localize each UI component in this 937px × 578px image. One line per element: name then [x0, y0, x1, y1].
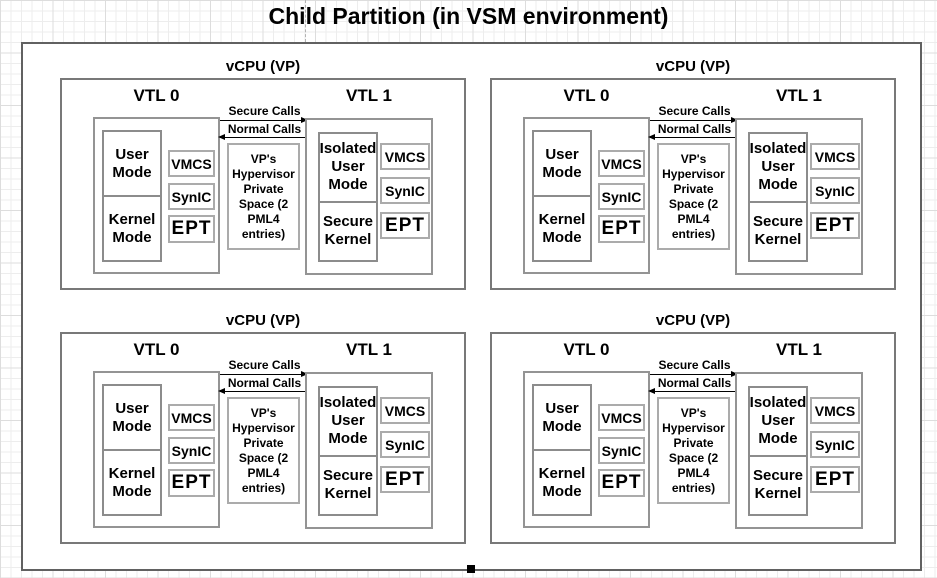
vtl0-container: User Mode Kernel Mode VMCS SynIC EPT [523, 371, 650, 528]
vcpu-title: vCPU (VP) [225, 312, 301, 329]
secure-calls-arrow-right-icon [650, 116, 738, 123]
vcpu-block-top-left: vCPU (VP) VTL 0 VTL 1 User Mode Kernel M… [60, 57, 466, 291]
vtl0-mode-stack: User Mode Kernel Mode [532, 130, 592, 262]
vtl1-vmcs-box: VMCS [380, 397, 430, 424]
vp-hypervisor-private-space-box: VP's Hypervisor Private Space (2 PML4 en… [657, 397, 730, 504]
vtl1-synic-box: SynIC [380, 177, 430, 204]
vtl0-label: VTL 0 [133, 340, 180, 359]
normal-calls-label: Normal Calls [657, 376, 732, 390]
vp-hypervisor-private-space-box: VP's Hypervisor Private Space (2 PML4 en… [657, 143, 730, 250]
vp-hypervisor-private-space-box: VP's Hypervisor Private Space (2 PML4 en… [227, 397, 300, 504]
user-mode-cell: User Mode [104, 386, 160, 451]
vtl0-ept-box: EPT [168, 215, 215, 243]
secure-kernel-cell: Secure Kernel [322, 213, 374, 249]
secure-calls-arrow-right-icon [650, 370, 738, 377]
secure-calls-label: Secure Calls [228, 104, 301, 118]
secure-calls-label: Secure Calls [658, 358, 731, 372]
vcpu-block-top-right: vCPU (VP) VTL 0 VTL 1 User Mode Kernel M… [490, 57, 896, 291]
vtl1-container: Isolated User Mode Secure Kernel VMCS Sy… [735, 118, 863, 275]
vtl1-mode-stack: Isolated User Mode Secure Kernel [748, 132, 808, 262]
vtl0-ept-box: EPT [598, 215, 645, 243]
secure-kernel-cell: Secure Kernel [752, 213, 804, 249]
vtl1-vmcs-box: VMCS [810, 143, 860, 170]
vtl1-label: VTL 1 [776, 86, 822, 105]
vtl1-ept-box: EPT [810, 466, 860, 493]
normal-calls-arrow-left-icon [218, 387, 306, 394]
vtl0-synic-box: SynIC [598, 437, 645, 464]
vtl1-label: VTL 1 [346, 86, 392, 105]
vtl0-ept-box: EPT [168, 469, 215, 497]
kernel-mode-cell: Kernel Mode [108, 210, 156, 246]
vcpu-block-bottom-left: vCPU (VP) VTL 0 VTL 1 User Mode Kernel M… [60, 311, 466, 545]
vtl0-label: VTL 0 [563, 86, 610, 105]
secure-kernel-cell: Secure Kernel [752, 467, 804, 503]
normal-calls-arrow-left-icon [648, 133, 736, 140]
vtl1-container: Isolated User Mode Secure Kernel VMCS Sy… [735, 372, 863, 529]
vtl0-synic-box: SynIC [168, 437, 215, 464]
vtl0-mode-stack: User Mode Kernel Mode [102, 130, 162, 262]
vtl1-ept-box: EPT [810, 212, 860, 239]
vtl0-mode-stack: User Mode Kernel Mode [102, 384, 162, 516]
vtl1-label: VTL 1 [776, 340, 822, 359]
user-mode-cell: User Mode [534, 386, 590, 451]
vtl0-label: VTL 0 [563, 340, 610, 359]
vcpu-box: VTL 0 VTL 1 User Mode Kernel Mode VMCS S… [60, 78, 466, 290]
page-title: Child Partition (in VSM environment) [268, 3, 669, 29]
vcpu-title: vCPU (VP) [655, 312, 731, 329]
vtl1-container: Isolated User Mode Secure Kernel VMCS Sy… [305, 372, 433, 529]
secure-calls-label: Secure Calls [658, 104, 731, 118]
vtl1-mode-stack: Isolated User Mode Secure Kernel [748, 386, 808, 516]
vp-hypervisor-private-space-box: VP's Hypervisor Private Space (2 PML4 en… [227, 143, 300, 250]
vtl0-label: VTL 0 [133, 86, 180, 105]
isolated-user-mode-cell: Isolated User Mode [320, 388, 376, 457]
vtl1-container: Isolated User Mode Secure Kernel VMCS Sy… [305, 118, 433, 275]
vtl1-vmcs-box: VMCS [810, 397, 860, 424]
kernel-mode-cell: Kernel Mode [538, 464, 586, 500]
vtl0-vmcs-box: VMCS [168, 150, 215, 177]
vtl1-synic-box: SynIC [380, 431, 430, 458]
kernel-mode-cell: Kernel Mode [538, 210, 586, 246]
secure-kernel-cell: Secure Kernel [322, 467, 374, 503]
isolated-user-mode-cell: Isolated User Mode [750, 388, 806, 457]
vtl1-synic-box: SynIC [810, 431, 860, 458]
normal-calls-label: Normal Calls [657, 122, 732, 136]
isolated-user-mode-cell: Isolated User Mode [320, 134, 376, 203]
vtl0-container: User Mode Kernel Mode VMCS SynIC EPT [523, 117, 650, 274]
vtl1-ept-box: EPT [380, 212, 430, 239]
vcpu-title: vCPU (VP) [225, 58, 301, 75]
vcpu-block-bottom-right: vCPU (VP) VTL 0 VTL 1 User Mode Kernel M… [490, 311, 896, 545]
vtl0-vmcs-box: VMCS [598, 404, 645, 431]
vcpu-box: VTL 0 VTL 1 User Mode Kernel Mode VMCS S… [490, 332, 896, 544]
vcpu-box: VTL 0 VTL 1 User Mode Kernel Mode VMCS S… [490, 78, 896, 290]
normal-calls-arrow-left-icon [648, 387, 736, 394]
vtl1-label: VTL 1 [346, 340, 392, 359]
secure-calls-label: Secure Calls [228, 358, 301, 372]
isolated-user-mode-cell: Isolated User Mode [750, 134, 806, 203]
secure-calls-arrow-right-icon [220, 116, 308, 123]
vtl0-mode-stack: User Mode Kernel Mode [532, 384, 592, 516]
user-mode-cell: User Mode [534, 132, 590, 197]
vtl1-mode-stack: Isolated User Mode Secure Kernel [318, 386, 378, 516]
user-mode-cell: User Mode [104, 132, 160, 197]
vtl0-vmcs-box: VMCS [598, 150, 645, 177]
vtl0-vmcs-box: VMCS [168, 404, 215, 431]
vtl0-container: User Mode Kernel Mode VMCS SynIC EPT [93, 371, 220, 528]
vtl0-synic-box: SynIC [168, 183, 215, 210]
vtl1-ept-box: EPT [380, 466, 430, 493]
vtl0-ept-box: EPT [598, 469, 645, 497]
vcpu-title: vCPU (VP) [655, 58, 731, 75]
vtl0-synic-box: SynIC [598, 183, 645, 210]
kernel-mode-cell: Kernel Mode [108, 464, 156, 500]
vtl1-synic-box: SynIC [810, 177, 860, 204]
page-break-dashed-line [305, 0, 306, 42]
vtl1-mode-stack: Isolated User Mode Secure Kernel [318, 132, 378, 262]
normal-calls-arrow-left-icon [218, 133, 306, 140]
vcpu-box: VTL 0 VTL 1 User Mode Kernel Mode VMCS S… [60, 332, 466, 544]
vtl0-container: User Mode Kernel Mode VMCS SynIC EPT [93, 117, 220, 274]
normal-calls-label: Normal Calls [227, 376, 302, 390]
selection-handle[interactable] [467, 565, 475, 573]
vtl1-vmcs-box: VMCS [380, 143, 430, 170]
normal-calls-label: Normal Calls [227, 122, 302, 136]
secure-calls-arrow-right-icon [220, 370, 308, 377]
